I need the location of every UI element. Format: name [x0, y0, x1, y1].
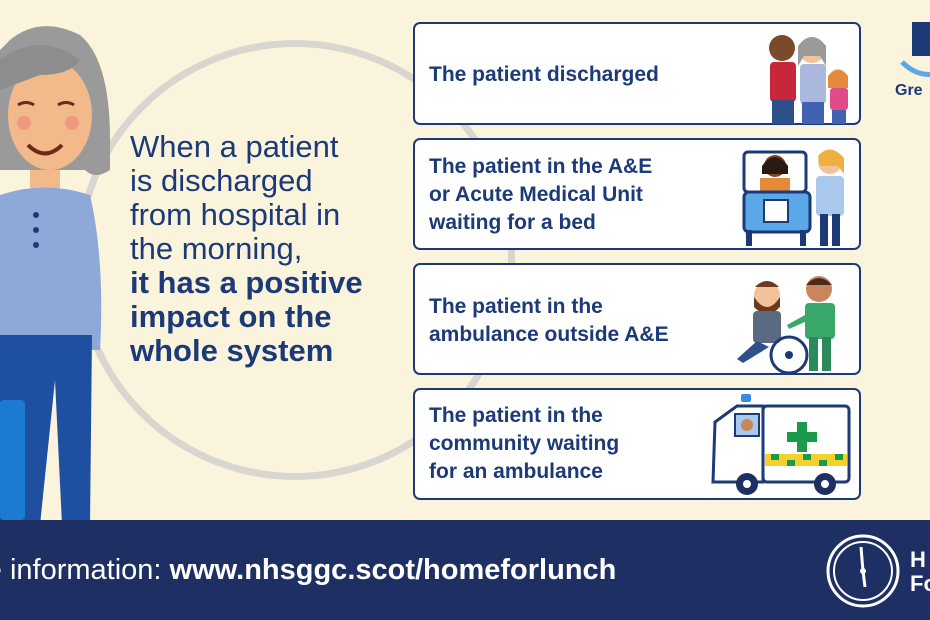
footer-info: ore information: www.nhsggc.scot/homefor… [0, 554, 616, 587]
card-line: ambulance outside A&E [429, 323, 669, 346]
headline-bold-line: impact on the [130, 299, 332, 334]
nhs-logo [900, 22, 930, 77]
card-patient-discharged: The patient discharged [413, 22, 861, 125]
card-text: The patient in the A&E or Acute Medical … [429, 153, 729, 237]
clock-icon [826, 534, 900, 608]
card-line: The patient discharged [429, 63, 659, 86]
card-patient-ambulance: The patient in the ambulance outside A&E [413, 263, 861, 375]
footer-url-link[interactable]: www.nhsggc.scot/homeforlunch [169, 554, 617, 586]
ambulance-icon [711, 394, 851, 495]
footer-bar: ore information: www.nhsggc.scot/homefor… [0, 520, 930, 620]
headline-line: is discharged [130, 163, 313, 198]
card-line: community waiting [429, 432, 620, 455]
footer-brand-line: H [910, 547, 926, 572]
logo-text: Gre [895, 82, 923, 99]
card-text: The patient discharged [429, 61, 729, 89]
card-patient-community: The patient in the community waiting for… [413, 388, 861, 500]
card-line: The patient in the A&E [429, 155, 653, 178]
headline-line: When a patient [130, 129, 339, 164]
headline-line: the morning, [130, 231, 303, 266]
card-line: for an ambulance [429, 460, 603, 483]
family-icon [769, 35, 848, 124]
headline-line: from hospital in [130, 197, 341, 232]
card-line: The patient in the [429, 295, 603, 318]
hospital-bed-icon [742, 149, 844, 246]
card-patient-ae: The patient in the A&E or Acute Medical … [413, 138, 861, 250]
card-text: The patient in the ambulance outside A&E [429, 293, 729, 349]
footer-prefix: ore information: [0, 554, 162, 586]
card-line: waiting for a bed [429, 211, 596, 234]
headline-bold-line: it has a positive [130, 265, 363, 300]
card-text: The patient in the community waiting for… [429, 402, 729, 486]
wheelchair-icon [737, 276, 835, 375]
footer-brand: H Fo [910, 548, 930, 596]
main-statement: When a patient is discharged from hospit… [130, 130, 430, 368]
card-line: or Acute Medical Unit [429, 183, 643, 206]
woman-illustration [0, 26, 110, 540]
card-line: The patient in the [429, 404, 603, 427]
footer-brand-line: Fo [910, 571, 930, 596]
headline-bold-line: whole system [130, 333, 334, 368]
